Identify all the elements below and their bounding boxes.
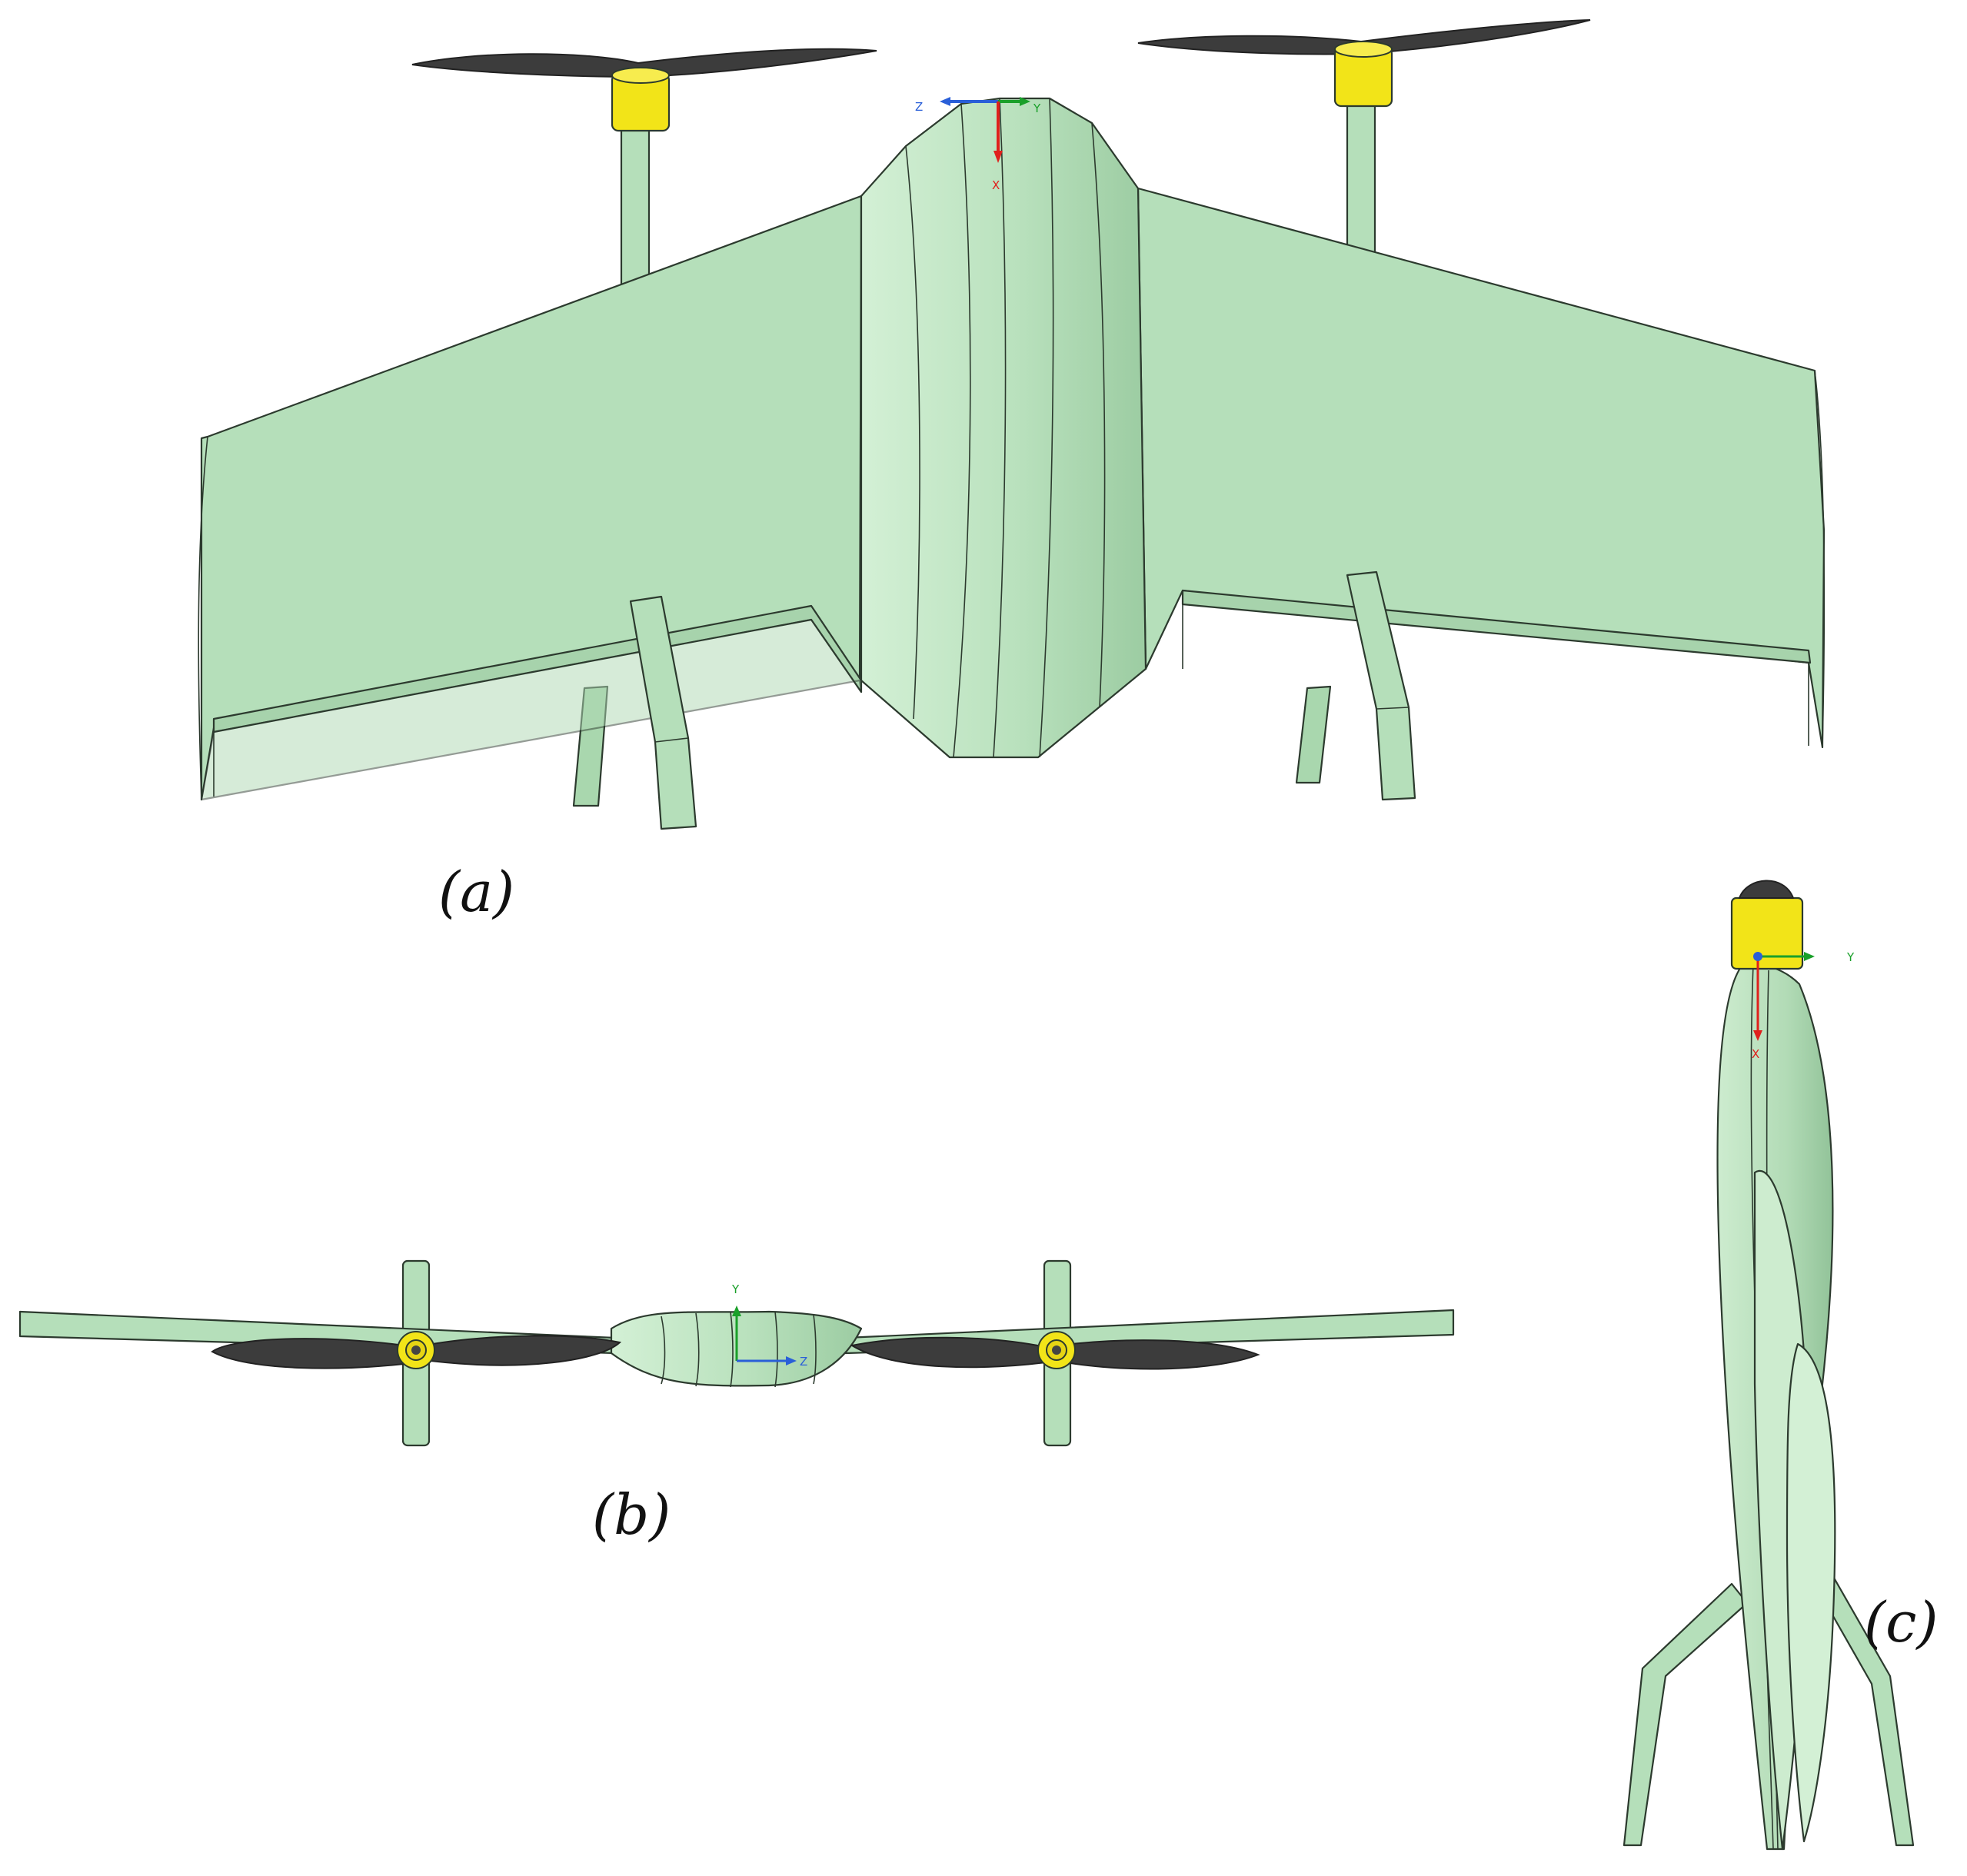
axis-z-label-b: Z <box>800 1355 807 1369</box>
side-propeller <box>1738 880 1795 899</box>
right-motor-mast <box>1346 98 1376 255</box>
panel-a-front-view: Z Y X (a) <box>198 19 1826 924</box>
right-propeller <box>1137 19 1591 55</box>
axis-x-label: X <box>992 178 1000 192</box>
side-motor <box>1730 896 1804 970</box>
right-motor-hub-b <box>1037 1331 1076 1369</box>
axis-y-label: Y <box>1033 101 1041 115</box>
left-motor-hub-b <box>397 1331 435 1369</box>
axis-y-label-c: Y <box>1846 950 1855 964</box>
left-rotor-assembly <box>411 48 877 286</box>
right-wing <box>1137 187 1826 749</box>
side-leg-left <box>1623 1582 1749 1847</box>
panel-c-caption: (c) <box>1864 1590 1939 1655</box>
axis-x-label-c: X <box>1752 1047 1759 1061</box>
panel-c-side-view: Y X (c) <box>1623 880 1939 1851</box>
axis-triad-a: Z Y X <box>915 97 1041 192</box>
right-rotor-assembly <box>1137 19 1591 255</box>
front-landing-legs <box>629 570 1416 830</box>
axis-triad-b: Y Z <box>731 1282 807 1369</box>
left-propeller <box>411 48 877 78</box>
panel-b-caption: (b) <box>592 1482 671 1547</box>
left-wing <box>198 195 863 801</box>
panel-a-caption: (a) <box>438 860 514 924</box>
axis-triad-c: Y X <box>1752 950 1855 1061</box>
left-motor-mast <box>620 114 651 286</box>
axis-z-label: Z <box>915 100 923 114</box>
axis-y-label-b: Y <box>731 1282 740 1296</box>
panel-b-span-view: Y Z (b) <box>18 1259 1455 1547</box>
center-fuselage <box>860 97 1147 759</box>
